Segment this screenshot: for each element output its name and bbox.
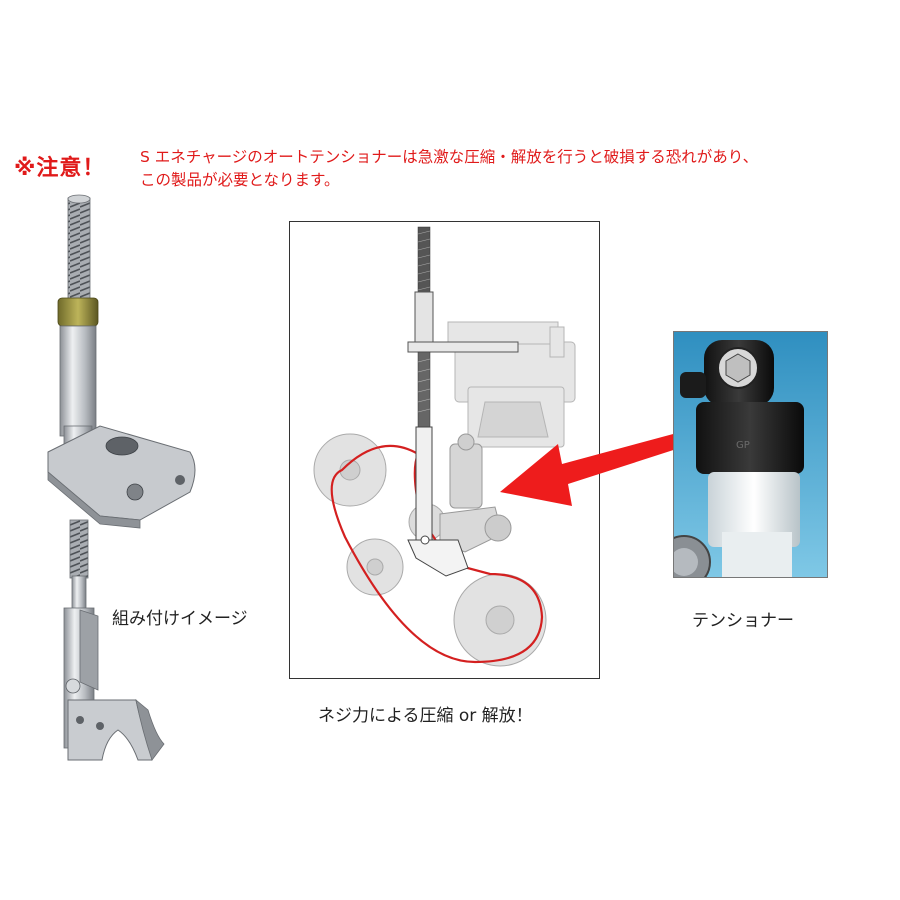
warning-label: ※注意！ xyxy=(14,156,106,181)
caption-assembly-image: 組み付けイメージ xyxy=(112,609,248,629)
warning-text: S エネチャージのオートテンショナーは急激な圧縮・解放を行うと破損する恐れがあり… xyxy=(140,146,880,192)
caption-screw-force: ネジ力による圧縮 or 解放！ xyxy=(318,706,533,726)
warning-text-line-2: この製品が必要となります。 xyxy=(140,171,340,189)
tensioner-photo: GP xyxy=(673,331,828,578)
engine-belt-diagram xyxy=(289,221,600,679)
warning-text-line-1: S エネチャージのオートテンショナーは急激な圧縮・解放を行うと破損する恐れがあり… xyxy=(140,148,759,166)
tensioner-photo-marking: GP xyxy=(736,440,750,451)
tensioner-photo-drawing: GP xyxy=(674,332,827,577)
tool-assembly-illustration xyxy=(47,194,196,761)
engine-belt-diagram-drawing xyxy=(313,226,576,667)
caption-tensioner: テンショナー xyxy=(692,611,794,631)
right-to-left-arrow-icon xyxy=(500,430,692,506)
